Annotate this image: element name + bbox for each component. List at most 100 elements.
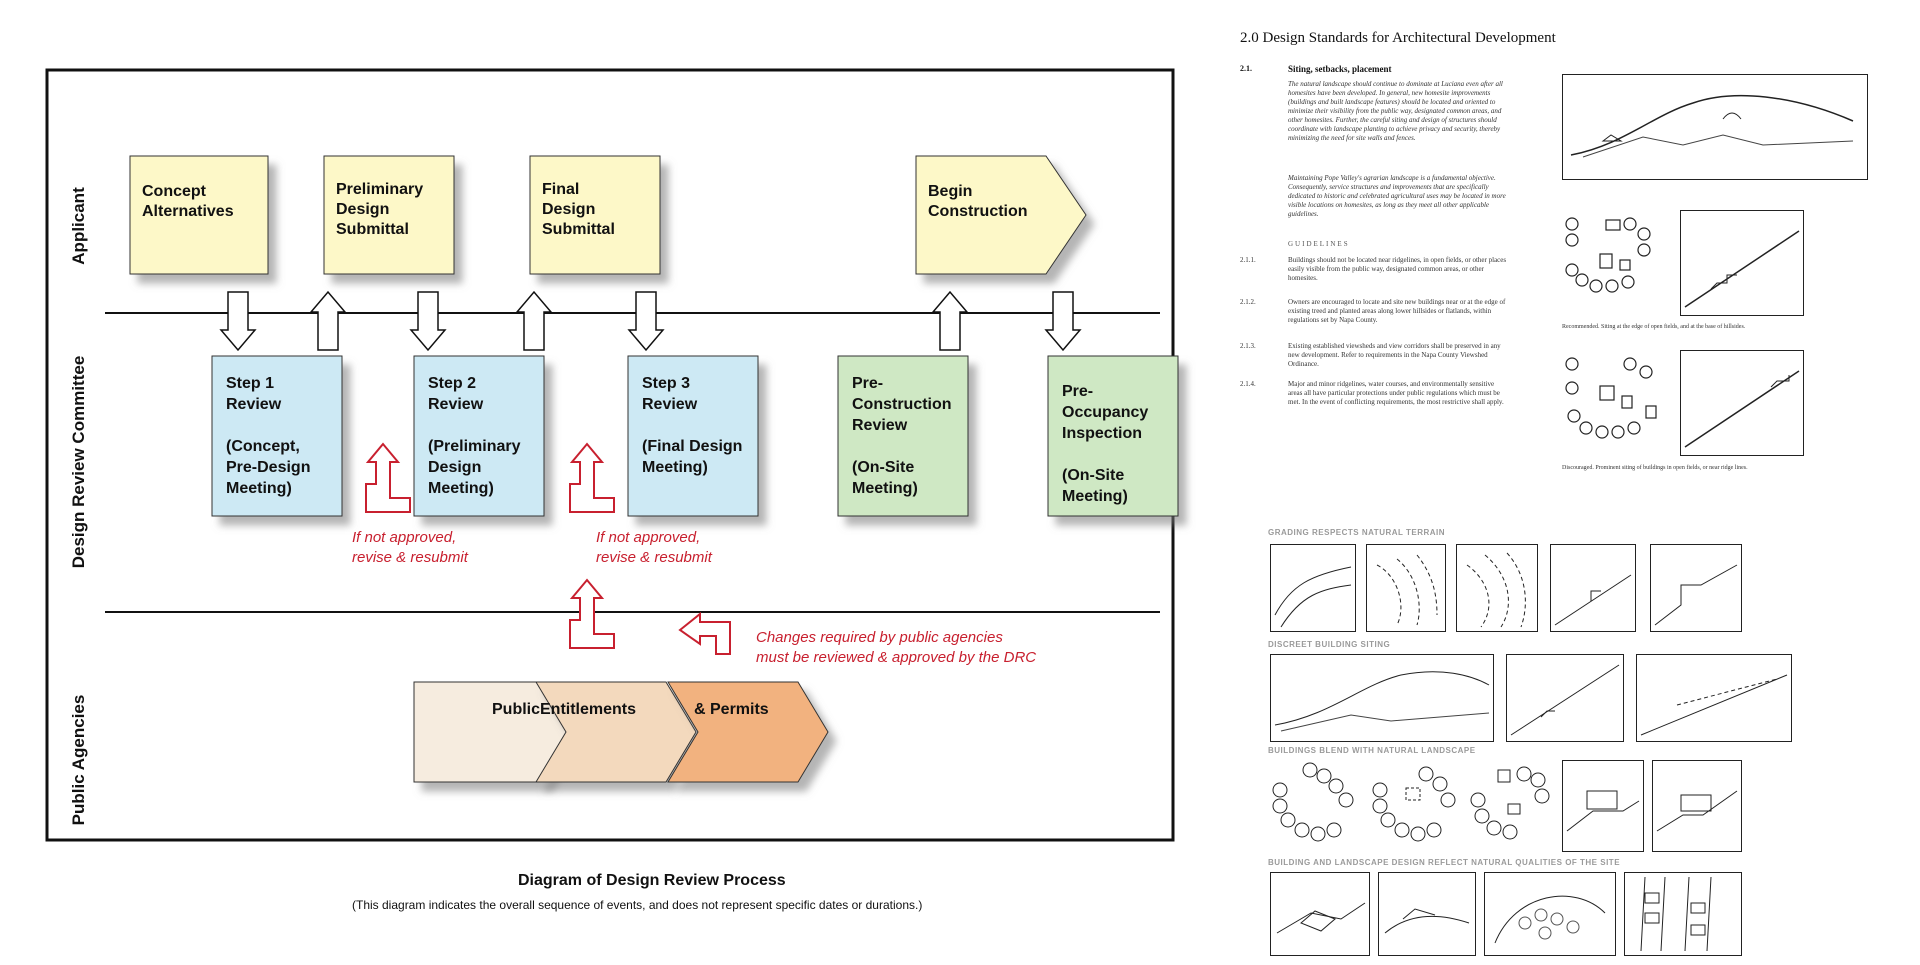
guideline-number: 2.1.1.: [1240, 256, 1256, 264]
section-label-discreet: DISCREET BUILDING SITING: [1268, 640, 1391, 649]
agency-chevron-label: Public: [492, 701, 540, 718]
review-box-label-line: (Final Design: [642, 438, 742, 455]
agency-chevron: [535, 681, 697, 783]
review-box-label-line: Meeting): [642, 459, 708, 476]
review-box-label-line: Occupancy: [1062, 404, 1148, 421]
qualities-sketch-3: [1484, 872, 1616, 956]
recommended-caption: Recommended. Siting at the edge of open …: [1562, 324, 1746, 330]
applicant-box-label-line: Begin: [928, 183, 972, 200]
resubmit-note: If not approved,revise & resubmit: [352, 529, 469, 566]
discouraged-section-sketch: [1680, 350, 1804, 456]
lane-label-agencies: Public Agencies: [69, 695, 88, 826]
down-arrow: [219, 291, 257, 352]
applicant-box-label-line: Alternatives: [142, 203, 234, 220]
review-box: [627, 355, 759, 517]
review-box-label-line: (Concept,: [226, 438, 300, 455]
blend-sketch-1: [1270, 760, 1360, 850]
guidelines-header: GUIDELINES: [1288, 240, 1350, 248]
discreet-sketch-3: [1636, 654, 1792, 742]
resubmit-note-line: revise & resubmit: [352, 549, 469, 566]
resubmit-note-line: If not approved,: [596, 529, 700, 546]
resubmit-arrow: [569, 442, 615, 513]
section-title: Siting, setbacks, placement: [1288, 64, 1392, 74]
lane-label-applicant: Applicant: [69, 187, 88, 265]
section-label-blend: BUILDINGS BLEND WITH NATURAL LANDSCAPE: [1268, 746, 1476, 755]
applicant-box-label-line: Submittal: [542, 221, 615, 238]
diagram-title: Diagram of Design Review Process: [518, 872, 786, 889]
agency-change-arrow: [569, 578, 615, 649]
review-box-label-line: (On-Site: [1062, 467, 1124, 484]
qualities-sketch-4: [1624, 872, 1742, 956]
diagram-subtitle: (This diagram indicates the overall sequ…: [352, 898, 923, 912]
blend-sketch-4: [1562, 760, 1644, 852]
review-box-label-line: (On-Site: [852, 459, 914, 476]
up-arrow: [309, 290, 347, 351]
guideline-text: Existing established viewsheds and view …: [1288, 342, 1501, 368]
down-arrow: [409, 291, 447, 352]
recommended-section-sketch: [1680, 210, 1804, 316]
review-box-label-line: (Preliminary: [428, 438, 521, 455]
review-box-label-line: [226, 417, 230, 434]
review-box-label-line: Meeting): [428, 480, 494, 497]
up-arrow: [931, 290, 969, 351]
applicant-box-label-line: Design: [542, 201, 595, 218]
section-number: 2.1.: [1240, 64, 1252, 73]
qualities-sketch-2: [1378, 872, 1476, 956]
review-box: [1047, 355, 1179, 517]
guideline-text: Major and minor ridgelines, water course…: [1288, 380, 1504, 406]
section-label-grading: GRADING RESPECTS NATURAL TERRAIN: [1268, 528, 1446, 537]
resubmit-note-line: revise & resubmit: [596, 549, 713, 566]
review-box-label-line: Inspection: [1062, 425, 1142, 442]
review-box-label-line: Step 3: [642, 375, 690, 392]
review-box-label-line: Review: [428, 396, 484, 413]
resubmit-arrow: [365, 442, 411, 513]
review-box-label-line: Review: [642, 396, 698, 413]
review-box-label-line: Construction: [852, 396, 952, 413]
document-heading: 2.0 Design Standards for Architectural D…: [1240, 30, 1556, 46]
review-box-label-line: Review: [852, 417, 908, 434]
grading-sketch-3: [1456, 544, 1538, 632]
applicant-box-label-line: Construction: [928, 203, 1028, 220]
up-arrow: [515, 290, 553, 351]
review-box-label-line: Meeting): [226, 480, 292, 497]
review-box-label-line: Step 1: [226, 375, 274, 392]
grading-sketch-5: [1650, 544, 1742, 632]
design-standards-page: 2.0 Design Standards for Architectural D…: [1240, 20, 1910, 960]
design-review-diagram: Applicant Design Review Committee Public…: [45, 68, 1179, 842]
second-paragraph: Maintaining Pope Valley's agrarian lands…: [1288, 174, 1506, 218]
discreet-sketch-1: [1270, 654, 1494, 742]
applicant-box-label-line: Concept: [142, 183, 207, 200]
applicant-box-label-line: Submittal: [336, 221, 409, 238]
agency-chevron-label: Entitlements: [540, 701, 636, 718]
grading-sketch-2: [1366, 544, 1446, 632]
agency-note-arrow: [678, 611, 731, 655]
discreet-sketch-2: [1506, 654, 1624, 742]
guideline-number: 2.1.2.: [1240, 298, 1256, 306]
applicant-box-label-line: Design: [336, 201, 389, 218]
review-box-label-line: [428, 417, 432, 434]
agency-chevron-label: & Permits: [694, 701, 769, 718]
review-box: [413, 355, 545, 517]
review-box-label-line: Meeting): [1062, 488, 1128, 505]
review-box-label-line: [1062, 446, 1066, 463]
review-box-label-line: [852, 438, 856, 455]
applicant-box: [529, 155, 661, 275]
review-box-label-line: Step 2: [428, 375, 476, 392]
down-arrow: [1044, 291, 1082, 352]
grading-sketch-4: [1550, 544, 1636, 632]
applicant-box-label-line: Preliminary: [336, 181, 423, 198]
qualities-sketch-1: [1270, 872, 1370, 956]
hillside-sketch: [1562, 74, 1868, 180]
discouraged-plan-sketch: [1560, 350, 1668, 454]
blend-sketch-5: [1652, 760, 1742, 852]
blend-sketch-3: [1468, 760, 1552, 850]
